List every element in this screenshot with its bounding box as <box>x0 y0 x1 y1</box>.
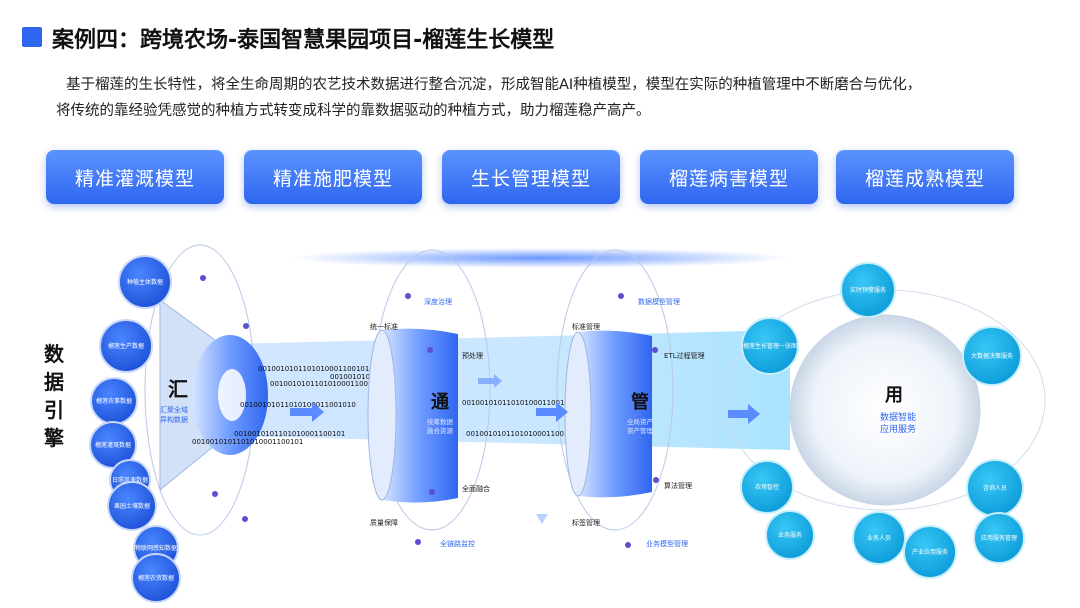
intro-line-1: 基于榴莲的生长特性，将全生命周期的农艺技术数据进行整合沉淀，形成智能AI种植模型… <box>66 77 922 93</box>
tong-label: 预处理 <box>462 351 483 360</box>
service-bubble[interactable] <box>962 326 1022 386</box>
guan-label: 标准管理 <box>572 322 600 331</box>
orbit-dot <box>200 275 206 281</box>
stage-hui-char: 汇 <box>168 377 188 401</box>
source-label: 榴莲灌溉数据 <box>95 441 131 449</box>
source-bubble[interactable] <box>99 319 153 373</box>
flow-arrow <box>290 402 324 422</box>
source-label: 榴莲农事数据 <box>96 397 132 405</box>
stage-guan-sub2: 资产管理 <box>627 426 654 435</box>
hui-disc-center <box>218 369 246 421</box>
guan-label: 数据模型管理 <box>638 297 680 306</box>
yong-sphere <box>789 314 981 506</box>
service-bubble[interactable] <box>741 317 799 375</box>
service-label: 榴莲生长管理一张图 <box>743 342 797 350</box>
guan-label: 业务模型管理 <box>646 539 688 548</box>
binary-line: 0010010101101010001100101 <box>258 365 369 373</box>
stage-guan-char: 管 <box>631 391 649 413</box>
orbit-dot <box>625 542 631 548</box>
service-bubble[interactable] <box>903 525 957 579</box>
service-label: 产业应用服务 <box>912 548 948 556</box>
orbit-dot <box>653 477 659 483</box>
tong-label: 质量保障 <box>370 518 398 527</box>
service-bubble[interactable] <box>973 512 1025 564</box>
binary-line: 00100101011010100011001010 <box>240 401 356 409</box>
service-bubble[interactable] <box>840 262 896 318</box>
source-label: 日照风速数据 <box>112 476 148 484</box>
source-label: 种植主体数据 <box>127 278 163 286</box>
orbit-dot <box>405 293 411 299</box>
title-marker <box>22 27 42 47</box>
source-label: 果园土壤数据 <box>114 502 150 510</box>
tong-label: 全链路监控 <box>440 539 475 548</box>
stage-tong-sub2: 融合资源 <box>427 426 454 435</box>
binary-line: 0010010101101010001100101 <box>192 438 303 446</box>
service-label: 咨询人员 <box>983 484 1007 492</box>
orbit-dot <box>243 323 249 329</box>
stage-yong-sub1: 数据智能 <box>880 411 916 423</box>
guan-drum-face <box>564 331 592 497</box>
intro-paragraph: 基于榴莲的生长特性，将全生命周期的农艺技术数据进行整合沉淀，形成智能AI种植模型… <box>56 72 1056 124</box>
orbit-dot <box>427 347 433 353</box>
model-button-disease[interactable]: 榴莲病害模型 <box>640 150 818 204</box>
orbit-dot <box>618 293 624 299</box>
tong-drum <box>382 328 458 503</box>
stage-guan-sub1: 全局资产 <box>627 417 654 426</box>
orbit-dot <box>242 516 248 522</box>
flow-arrow <box>728 404 760 424</box>
data-engine-label: 数据引擎 <box>44 342 64 450</box>
stage-tong-char: 通 <box>431 392 449 413</box>
orbit-dot <box>429 489 435 495</box>
orbit-dot <box>652 347 658 353</box>
flow-arrow <box>478 374 502 388</box>
flow-arrow <box>536 514 548 524</box>
source-bubble[interactable] <box>131 553 181 603</box>
model-button-fertilization[interactable]: 精准施肥模型 <box>244 150 422 204</box>
stage-yong-char: 用 <box>885 385 903 406</box>
service-bubble[interactable] <box>740 460 794 514</box>
flow-arrow <box>536 402 568 422</box>
data-flow-diagram: 汇 汇聚全域 异构数据 0010010101101010001100101 00… <box>89 244 1046 603</box>
page-title: 案例四：跨境农场-泰国智慧果园项目-榴莲生长模型 <box>52 28 555 53</box>
service-label: 大数据决策服务 <box>971 352 1013 360</box>
stage-tong-sub1: 统筹数据 <box>427 417 454 426</box>
tong-label: 统一标准 <box>370 322 398 331</box>
tong-label: 深度治理 <box>424 297 452 306</box>
service-label: 农场智控 <box>755 483 779 491</box>
model-button-growth[interactable]: 生长管理模型 <box>442 150 620 204</box>
service-bubble[interactable] <box>852 511 906 565</box>
guan-label: ETL过程管理 <box>664 351 705 360</box>
source-bubble[interactable] <box>118 255 172 309</box>
top-glow <box>290 248 790 268</box>
source-label: 榴莲生产数据 <box>108 342 144 350</box>
guan-drum <box>578 330 652 498</box>
model-button-maturity[interactable]: 榴莲成熟模型 <box>836 150 1014 204</box>
orbit-ring <box>556 249 674 531</box>
intro-line-2: 将传统的靠经验凭感觉的种植方式转变成科学的靠数据驱动的种植方式，助力榴莲稳产高产… <box>56 103 651 119</box>
tong-label: 全面融合 <box>462 484 490 493</box>
source-label: 物联网感知数据 <box>135 544 177 552</box>
binary-line: 0010010101101010001100101 <box>270 380 381 388</box>
binary-line: 0010010101101010001100101 <box>466 430 577 438</box>
service-bubble[interactable] <box>765 510 815 560</box>
stage-hui-sub2: 异构数据 <box>160 415 188 424</box>
guan-label: 标签管理 <box>572 518 600 527</box>
binary-line: 00100101011010100011001010 <box>462 399 578 407</box>
model-button-irrigation[interactable]: 精准灌溉模型 <box>46 150 224 204</box>
guan-label: 算法管理 <box>664 481 692 490</box>
service-label: 业务服务 <box>778 531 802 539</box>
service-label: 实时预警服务 <box>850 286 886 294</box>
source-label: 榴莲农资数据 <box>138 574 174 582</box>
source-bubble[interactable] <box>107 481 157 531</box>
orbit-dot <box>415 539 421 545</box>
orbit-dot <box>212 491 218 497</box>
service-label: 应用服务管理 <box>981 534 1017 542</box>
tong-drum-face <box>367 329 397 501</box>
stage-hui-sub1: 汇聚全域 <box>160 405 188 414</box>
binary-line: 0010010101101010001100101 <box>234 430 345 438</box>
stage-yong-sub2: 应用服务 <box>880 423 916 435</box>
service-label: 业务人员 <box>867 534 891 542</box>
